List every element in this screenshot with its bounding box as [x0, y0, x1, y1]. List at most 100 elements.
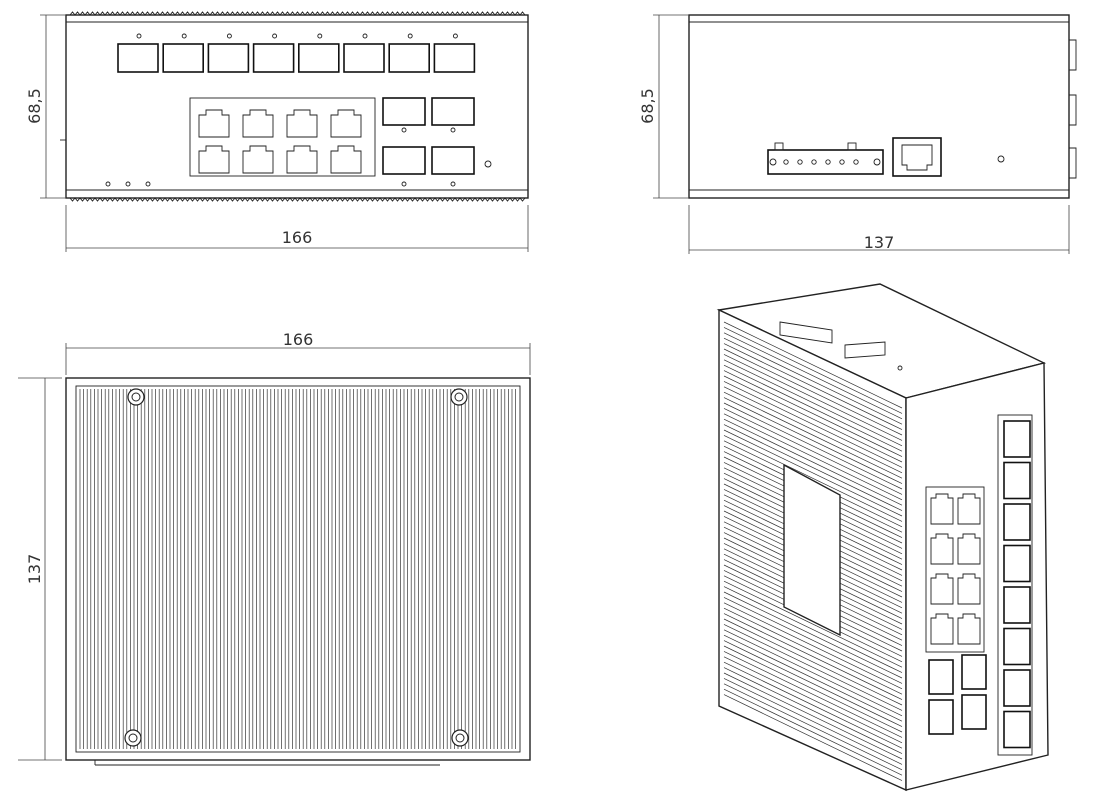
front-height-dimension: 68,5: [25, 14, 66, 199]
sfp-port: [431, 97, 475, 126]
front-width-dimension: 166: [65, 205, 529, 252]
mount-screw: [127, 388, 145, 406]
sfp-led: [452, 33, 458, 39]
iso-rj45-port: [957, 533, 981, 565]
rj45-port: [198, 109, 230, 138]
top-mount-screws: [124, 388, 469, 747]
iso-sfp-port: [1003, 627, 1031, 666]
side-width-label: 137: [864, 233, 895, 252]
iso-sfp-port: [928, 659, 954, 695]
terminal-pin: [825, 159, 831, 165]
iso-rj45-port: [957, 573, 981, 605]
top-width-dimension: 166: [65, 330, 531, 375]
isometric-view: [716, 283, 1049, 792]
iso-rj45-block: [925, 486, 985, 653]
iso-rj45-port: [930, 493, 954, 525]
iso-rj45-port: [930, 573, 954, 605]
front-fins-bottom: [69, 197, 526, 202]
front-height-label: 68,5: [25, 88, 44, 124]
rj45-port: [242, 109, 274, 138]
front-sfp-right: [382, 97, 475, 187]
sfp-port: [207, 43, 250, 73]
sfp-led: [272, 33, 278, 39]
terminal-block: [767, 142, 884, 175]
terminal-pin: [839, 159, 845, 165]
rj45-port: [286, 109, 318, 138]
top-depth-dimension: 137: [18, 377, 62, 761]
front-status-leds: [105, 181, 151, 187]
iso-sfp-port: [961, 654, 987, 690]
front-ground-hole: [484, 160, 492, 168]
sfp-port: [433, 43, 476, 73]
side-height-dimension: 68,5: [638, 14, 689, 199]
iso-sfp-port: [1003, 503, 1031, 541]
mount-screw: [124, 729, 142, 747]
iso-sfp-side: [1003, 420, 1031, 749]
iso-sfp-front: [928, 654, 987, 735]
side-view: [688, 14, 1077, 199]
sfp-port: [297, 43, 340, 73]
iso-sfp-port: [1003, 461, 1031, 500]
sfp-port: [382, 146, 426, 175]
console-port: [892, 137, 942, 177]
front-rj45-ports: [198, 109, 362, 174]
sfp-led: [450, 127, 456, 133]
side-width-dimension: 137: [688, 205, 1070, 254]
iso-sfp-port: [1003, 544, 1031, 583]
sfp-port: [431, 146, 475, 175]
front-width-label: 166: [282, 228, 313, 247]
sfp-led: [136, 33, 142, 39]
sfp-port: [382, 97, 426, 126]
sfp-led: [181, 33, 187, 39]
iso-rj45-port: [930, 533, 954, 565]
terminal-pin: [853, 159, 859, 165]
top-width-label: 166: [283, 330, 314, 349]
iso-rj45-port: [930, 613, 954, 645]
mount-screw: [450, 388, 468, 406]
sfp-led: [226, 33, 232, 39]
sfp-port: [388, 43, 431, 73]
sfp-port: [162, 43, 204, 73]
terminal-pin: [797, 159, 803, 165]
iso-sfp-port: [928, 699, 954, 735]
iso-sfp-port: [961, 694, 987, 730]
iso-rj45-ports: [930, 493, 981, 645]
sfp-led: [401, 181, 407, 187]
front-fins-top: [69, 11, 526, 16]
sfp-led: [362, 33, 368, 39]
iso-label-plate: [783, 463, 841, 637]
front-sfp-row: [117, 33, 476, 73]
top-depth-label: 137: [25, 554, 44, 585]
sfp-led: [401, 127, 407, 133]
rj45-port: [286, 145, 318, 174]
rj45-port: [242, 145, 274, 174]
side-height-label: 68,5: [638, 88, 657, 124]
status-led: [125, 181, 131, 187]
sfp-led: [317, 33, 323, 39]
status-led: [145, 181, 151, 187]
sfp-led: [407, 33, 413, 39]
terminal-pin: [811, 159, 817, 165]
side-ground-hole: [997, 155, 1005, 163]
terminal-pins: [769, 158, 881, 166]
top-housing: [65, 377, 531, 761]
sfp-port: [117, 43, 159, 73]
rj45-block: [189, 97, 376, 177]
front-view: [60, 11, 529, 202]
iso-sfp-port: [1003, 710, 1031, 749]
sfp-port: [252, 43, 295, 73]
iso-sfp-port: [1003, 669, 1031, 707]
sfp-port: [343, 43, 385, 73]
iso-sfp-port: [1003, 420, 1031, 458]
rj45-port: [198, 145, 230, 174]
status-led: [105, 181, 111, 187]
top-cooling-fins: [79, 389, 516, 749]
iso-sfp-port: [1003, 586, 1031, 624]
iso-rj45-port: [957, 493, 981, 525]
terminal-pin: [783, 159, 789, 165]
sfp-led: [450, 181, 456, 187]
iso-rj45-port: [957, 613, 981, 645]
rj45-port: [330, 109, 362, 138]
rj45-port: [330, 145, 362, 174]
